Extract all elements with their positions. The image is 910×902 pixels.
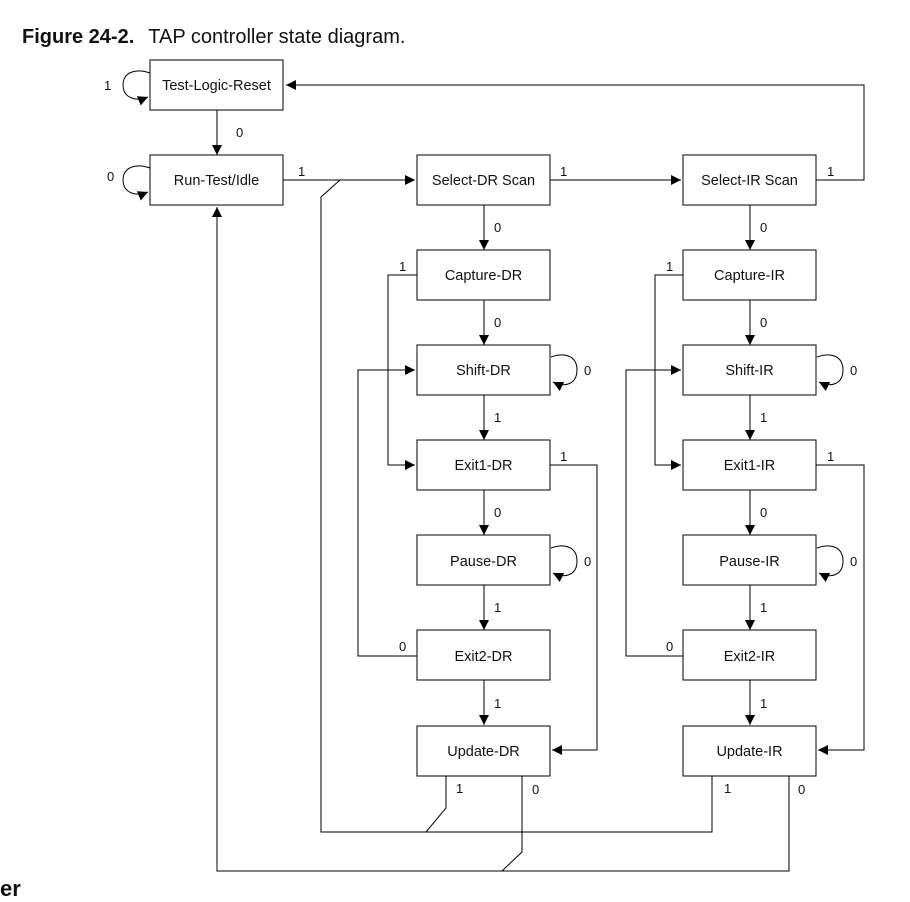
edge-exit2ir-to-shiftir <box>625 365 683 657</box>
state-exit2-dr: Exit2-DR <box>454 649 512 665</box>
bit-rti-to-seldr: 1 <box>298 164 305 179</box>
state-shift-dr: Shift-DR <box>456 363 511 379</box>
state-pause-ir: Pause-IR <box>719 554 779 570</box>
state-update-dr: Update-DR <box>447 744 520 760</box>
bit-tlr-to-rti: 0 <box>236 125 243 140</box>
state-box-exit2ir <box>682 629 817 681</box>
state-exit1-dr: Exit1-DR <box>454 458 512 474</box>
bit-pausedr-to-exit2dr: 1 <box>494 600 501 615</box>
bit-exit1dr-to-pausedr: 0 <box>494 505 501 520</box>
bit-seldr-to-capdr: 0 <box>494 220 501 235</box>
state-box-updatedr <box>416 725 551 777</box>
state-box-exit1ir <box>682 439 817 491</box>
state-update-ir: Update-IR <box>716 744 782 760</box>
transition-labels: 1 0 0 1 1 1 0 1 0 0 1 1 0 0 1 0 1 1 0 0 … <box>104 78 857 797</box>
bit-exit2dr-to-updatedr: 1 <box>494 696 501 711</box>
state-test-logic-reset: Test-Logic-Reset <box>162 78 271 94</box>
bit-exit1dr-to-updatedr: 1 <box>560 449 567 464</box>
bit-selir-to-capir: 0 <box>760 220 767 235</box>
bit-pauseir-to-exit2ir: 1 <box>760 600 767 615</box>
bit-selir-to-tlr: 1 <box>827 164 834 179</box>
bit-updateir-to-seldr: 1 <box>724 781 731 796</box>
bit-shiftdr-to-exit1dr: 1 <box>494 410 501 425</box>
state-box-rti <box>149 154 284 206</box>
self-loop-shiftir <box>816 354 844 391</box>
state-shift-ir: Shift-IR <box>725 363 773 379</box>
state-capture-ir: Capture-IR <box>714 268 785 284</box>
bit-exit2ir-to-updateir: 1 <box>760 696 767 711</box>
edge-exit2dr-to-shiftdr <box>357 365 417 657</box>
edge-updateir-to-rti <box>502 776 790 872</box>
bit-shiftir-self: 0 <box>850 363 857 378</box>
bit-capdr-to-shiftdr: 0 <box>494 315 501 330</box>
state-capture-dr: Capture-DR <box>445 268 522 284</box>
state-box-capir <box>682 249 817 301</box>
state-box-seldr <box>416 154 551 206</box>
bit-updatedr-to-seldr: 1 <box>456 781 463 796</box>
figure-title: TAP controller state diagram. <box>148 26 406 48</box>
state-labels: Test-Logic-Reset Run-Test/Idle Select-DR… <box>162 78 798 760</box>
edge-exit1dr-to-updatedr <box>550 464 598 755</box>
state-exit2-ir: Exit2-IR <box>724 649 776 665</box>
edge-updatedr-to-seldr <box>320 179 447 833</box>
bit-updatedr-to-rti: 0 <box>532 782 539 797</box>
state-box-shiftdr <box>416 344 551 396</box>
bit-pauseir-self: 0 <box>850 554 857 569</box>
state-box-pauseir <box>682 534 817 586</box>
state-box-exit1dr <box>416 439 551 491</box>
transition-wires <box>122 70 865 872</box>
bit-rti-self: 0 <box>107 169 114 184</box>
bit-exit1ir-to-pauseir: 0 <box>760 505 767 520</box>
state-box-shiftir <box>682 344 817 396</box>
self-loop-tlr <box>122 70 151 106</box>
bit-tlr-self: 1 <box>104 78 111 93</box>
bit-exit2ir-to-shiftir: 0 <box>666 639 673 654</box>
bit-updateir-to-rti: 0 <box>798 782 805 797</box>
state-run-test-idle: Run-Test/Idle <box>174 173 259 189</box>
bit-capir-to-exit1ir: 1 <box>666 259 673 274</box>
state-box-updateir <box>682 725 817 777</box>
self-loop-pausedr <box>550 545 578 582</box>
edge-selir-to-tlr <box>286 80 865 181</box>
self-loop-pauseir <box>816 545 844 582</box>
self-loop-rti <box>122 165 151 201</box>
state-box-selir <box>682 154 817 206</box>
state-pause-dr: Pause-DR <box>450 554 517 570</box>
bit-exit1ir-to-updateir: 1 <box>827 449 834 464</box>
state-boxes <box>149 59 817 777</box>
self-loop-shiftdr <box>550 354 578 391</box>
bit-capir-to-shiftir: 0 <box>760 315 767 330</box>
bit-shiftir-to-exit1ir: 1 <box>760 410 767 425</box>
bit-capdr-to-exit1dr: 1 <box>399 259 406 274</box>
state-exit1-ir: Exit1-IR <box>724 458 776 474</box>
bit-pausedr-self: 0 <box>584 554 591 569</box>
bit-exit2dr-to-shiftdr: 0 <box>399 639 406 654</box>
state-box-exit2dr <box>416 629 551 681</box>
cut-off-heading: er <box>0 876 21 901</box>
edge-exit1ir-to-updateir <box>816 464 865 755</box>
edge-updateir-to-seldr <box>426 776 713 833</box>
state-select-dr-scan: Select-DR Scan <box>432 173 535 189</box>
state-box-capdr <box>416 249 551 301</box>
bit-seldr-to-selir: 1 <box>560 164 567 179</box>
state-box-pausedr <box>416 534 551 586</box>
state-box-tlr <box>149 59 284 111</box>
state-select-ir-scan: Select-IR Scan <box>701 173 798 189</box>
figure-number: Figure 24-2. <box>22 26 135 48</box>
figure-caption: Figure 24-2. TAP controller state diagram… <box>22 26 405 49</box>
bit-shiftdr-self: 0 <box>584 363 591 378</box>
